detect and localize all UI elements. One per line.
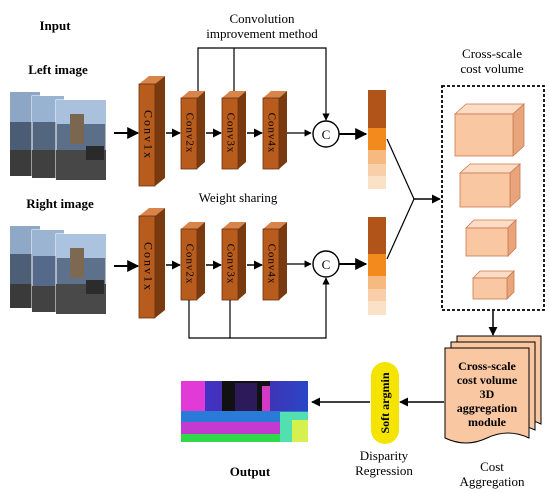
right-image-label: Right image [26, 196, 94, 211]
cost-volume-cube-3 [465, 219, 517, 257]
disparity-label-line1: Disparity [360, 448, 409, 463]
bottom-conv3x-label: Conv3x [224, 244, 236, 285]
bottom-feature-segment-orange [368, 254, 386, 276]
aggregation-module-line3: 3D [480, 387, 495, 401]
top-conv4x-block: Conv4x [262, 91, 287, 170]
top-conv1x-label: Conv1x [141, 110, 155, 160]
top-conv1x-side-face [155, 76, 165, 186]
disparity-region-green-band [181, 434, 308, 442]
top-conv2x-block: Conv2x [180, 91, 205, 170]
bottom-conv1x-label: Conv1x [141, 242, 155, 292]
cube-1-front-face [454, 113, 514, 157]
bottom-conv1x-side-face [155, 208, 165, 318]
bottom-concat-symbol: C [322, 257, 331, 272]
aggregation-module-line1: Cross-scale [458, 359, 516, 373]
bottom-conv4x-front-face [262, 228, 280, 301]
top-concat-symbol: C [322, 127, 331, 142]
top-conv2x-front-face [180, 97, 198, 170]
cost-aggregation-label-line2: Aggregation [460, 474, 525, 489]
cost-aggregation-label-line1: Cost [480, 459, 504, 474]
top-conv2x-label: Conv2x [183, 113, 195, 154]
bottom-feature-segment-light [368, 276, 386, 289]
disparity-region-magenta-band [181, 422, 308, 434]
bottom-conv1x-top-face [139, 208, 165, 216]
conv-method-title-line1: Convolution [229, 11, 295, 26]
bottom-feature-segment-paler [368, 301, 386, 315]
disparity-region-magenta-left [181, 381, 205, 411]
left-image-stack [10, 92, 107, 181]
weight-sharing-label: Weight sharing [199, 190, 278, 205]
right-image-frame-front [55, 233, 107, 315]
top-feature-segment-pale [368, 164, 386, 176]
cube-3-top-face [465, 219, 517, 229]
cost-volume-cube-2 [458, 163, 522, 208]
right-image-stack [10, 226, 107, 315]
aggregation-module-page-front [444, 347, 530, 444]
left-image-label: Left image [28, 62, 88, 77]
bottom-feature-segment-pale [368, 289, 386, 301]
cost-volume-cube-1 [453, 103, 526, 157]
bottom-conv3x-side-face [238, 222, 246, 300]
top-conv3x-label: Conv3x [224, 113, 236, 154]
disparity-region-blue-band [181, 411, 308, 422]
soft-argmin-block: Soft argmin [371, 362, 399, 444]
left-image-frame-front [55, 99, 107, 181]
cube-3-front-face [465, 227, 509, 257]
bottom-conv4x-label: Conv4x [265, 244, 277, 285]
top-feature-merge-line [386, 138, 415, 200]
top-feature-segment-orange [368, 128, 386, 150]
output-label: Output [230, 464, 271, 479]
bottom-conv2x-label: Conv2x [183, 244, 195, 285]
bottom-conv1x-front-face [138, 215, 156, 319]
cube-2-front-face [459, 172, 511, 208]
disparity-region-magenta-post [262, 386, 270, 418]
disparity-region-yellow-right [292, 420, 308, 442]
bottom-conv4x-block: Conv4x [262, 222, 287, 301]
aggregation-module-line4: aggregation [457, 401, 518, 415]
top-conv4x-front-face [262, 97, 280, 170]
top-conv3x-front-face [221, 97, 239, 170]
top-conv3x-block: Conv3x [221, 91, 246, 170]
output-disparity-map [181, 381, 308, 442]
cube-4-front-face [472, 277, 508, 300]
top-feature-segment-dark [368, 90, 386, 128]
cross-scale-cost-volume-box [441, 85, 545, 311]
top-skip-connection-outer [197, 47, 330, 121]
top-conv1x-top-face [139, 76, 165, 84]
bottom-conv3x-block: Conv3x [221, 222, 246, 301]
soft-argmin-pill [371, 362, 399, 444]
cross-scale-title-line2: cost volume [460, 61, 523, 76]
bottom-conv2x-block: Conv2x [180, 222, 205, 301]
top-feature-segment-paler [368, 176, 386, 189]
top-conv4x-side-face [279, 91, 287, 169]
bottom-conv4x-side-face [279, 222, 287, 300]
top-feature-volume [368, 90, 386, 189]
bottom-conv2x-side-face [197, 222, 205, 300]
top-conv3x-side-face [238, 91, 246, 169]
top-conv1x-front-face [138, 83, 156, 187]
aggregation-module-line2: cost volume [457, 373, 518, 387]
bottom-skip-connection-outer [188, 277, 330, 339]
disparity-label-line2: Regression [355, 463, 413, 478]
bottom-concat-node: C [312, 250, 340, 278]
aggregation-module-stack: Cross-scale cost volume 3D aggregation m… [444, 335, 542, 444]
bottom-feature-merge-line [386, 198, 415, 260]
top-conv2x-side-face [197, 91, 205, 169]
top-feature-segment-light [368, 150, 386, 164]
cube-1-top-face [453, 103, 526, 115]
soft-argmin-label: Soft argmin [378, 372, 392, 433]
input-label: Input [39, 18, 71, 33]
bottom-conv1x-block: Conv1x [138, 208, 165, 319]
aggregation-module-line5: module [468, 415, 507, 429]
bottom-feature-segment-dark [368, 217, 386, 254]
cost-volume-cube-4 [472, 270, 515, 300]
top-conv1x-block: Conv1x [138, 76, 165, 187]
disparity-region-deep-purple [235, 383, 257, 413]
cross-scale-title-line1: Cross-scale [462, 46, 522, 61]
top-concat-node: C [312, 120, 340, 148]
conv-method-title-line2: improvement method [206, 26, 318, 41]
bottom-feature-volume [368, 217, 386, 315]
top-conv4x-label: Conv4x [265, 113, 277, 154]
